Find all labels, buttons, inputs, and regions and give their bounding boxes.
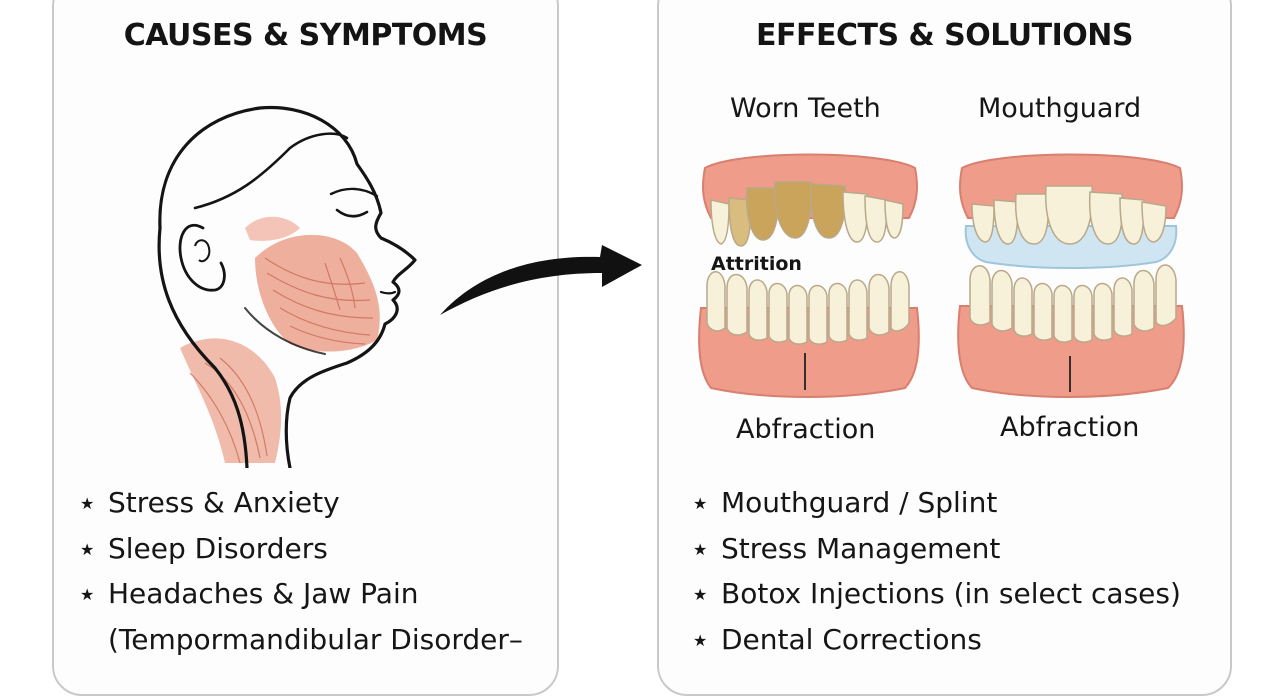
list-item: ★Botox Injections (in select cases) [693, 571, 1181, 617]
star-bullet-icon: ★ [693, 494, 708, 513]
star-bullet-icon: ★ [80, 494, 95, 513]
head-outline [158, 105, 417, 468]
effects-solutions-title: EFFECTS & SOLUTIONS [756, 18, 1133, 53]
mouth [379, 290, 397, 295]
temporal-muscle [245, 216, 300, 241]
list-item: ★Mouthguard / Splint [693, 480, 1181, 526]
closed-eye [335, 208, 369, 218]
head-profile-illustration [157, 105, 417, 468]
curved-arrow [440, 245, 642, 315]
star-bullet-icon: ★ [80, 585, 95, 604]
attrition-label: Attrition [711, 253, 802, 275]
neck-muscle [180, 338, 282, 463]
ear [178, 224, 226, 292]
causes-symptoms-title: CAUSES & SYMPTOMS [123, 18, 488, 53]
list-item: (Tempormandibular Disorder– [108, 622, 523, 656]
mouthguard-tray [964, 225, 1178, 269]
list-item: ★Headaches & Jaw Pain [80, 571, 523, 617]
eyebrow [329, 187, 379, 198]
jaw-line [244, 307, 326, 355]
mouthguard-title: Mouthguard [978, 93, 1142, 124]
worn-teeth-illustration [698, 153, 920, 398]
list-item: ★Stress Management [693, 526, 1181, 572]
arrow-body [440, 245, 642, 315]
worn-tooth [809, 183, 847, 239]
mouthguard-illustration [957, 153, 1185, 398]
list-item: ★Sleep Disorders [80, 526, 523, 572]
star-bullet-icon: ★ [80, 539, 95, 559]
hairline [193, 132, 349, 210]
causes-list: ★Stress & Anxiety ★Sleep Disorders ★Head… [80, 480, 523, 662]
masseter-muscle [255, 234, 380, 352]
list-item: ★Stress & Anxiety [80, 480, 523, 526]
list-item: ★Dental Corrections [693, 617, 1181, 663]
worn-teeth-title: Worn Teeth [730, 93, 881, 124]
star-bullet-icon: ★ [693, 585, 708, 604]
star-bullet-icon: ★ [693, 539, 708, 559]
abfraction-label-right: Abfraction [1000, 412, 1140, 443]
back-of-neck [157, 226, 249, 468]
abfraction-label-left: Abfraction [736, 414, 876, 445]
star-bullet-icon: ★ [693, 630, 708, 650]
solutions-list: ★Mouthguard / Splint ★Stress Management … [693, 480, 1181, 662]
worn-tooth [774, 181, 813, 239]
